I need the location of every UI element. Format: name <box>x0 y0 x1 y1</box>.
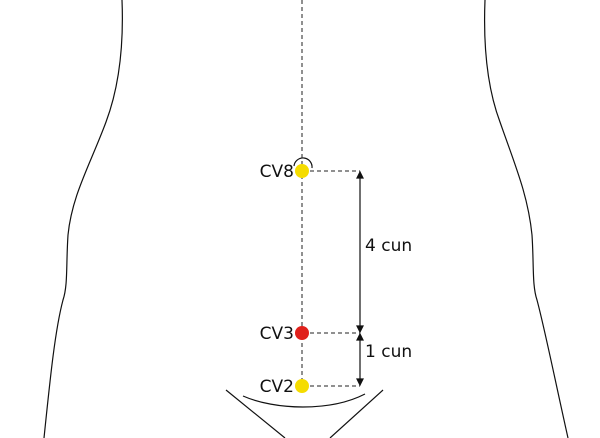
point-label-cv8: CV8 <box>260 162 294 182</box>
navel-arc <box>293 157 313 169</box>
body-outline-right <box>483 0 569 438</box>
point-cv8-marker <box>295 164 309 178</box>
point-cv2-marker <box>295 379 309 393</box>
pubic-curve <box>242 393 366 408</box>
measure-label-4cun: 4 cun <box>365 236 412 256</box>
point-cv3-marker <box>295 326 309 340</box>
arrowhead <box>356 170 364 179</box>
groin-line-right <box>329 389 384 438</box>
arrowhead <box>356 378 364 387</box>
measure-label-1cun: 1 cun <box>365 342 412 362</box>
arrowhead <box>356 325 364 334</box>
point-label-cv3: CV3 <box>260 324 294 344</box>
arrowhead <box>356 332 364 341</box>
point-label-cv2: CV2 <box>260 377 294 397</box>
body-outline-left <box>43 0 123 438</box>
groin-line-left <box>225 389 286 438</box>
